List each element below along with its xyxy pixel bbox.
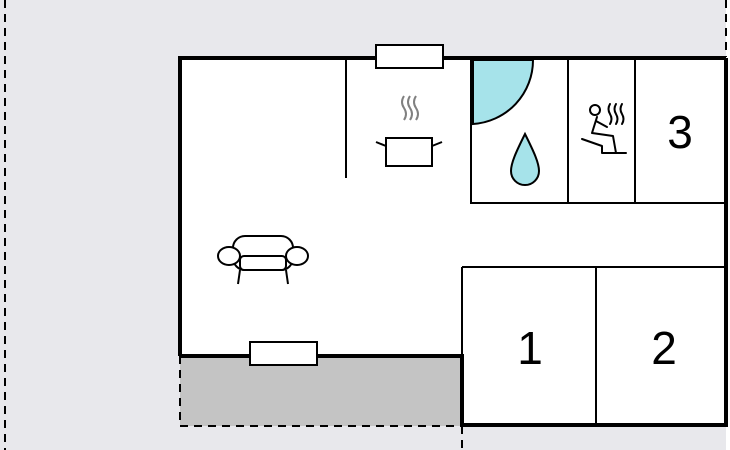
sofa-icon [217,235,309,285]
terrace [179,356,463,450]
water-drop-icon [509,131,541,186]
window-bottom [249,341,318,366]
sauna-icon [581,103,627,154]
room-number-1: 1 [517,322,543,374]
window-top [375,44,444,69]
exterior-walls [178,56,728,427]
room-number-2: 2 [651,322,677,374]
cooking-pot-icon [375,95,443,167]
room-number-3: 3 [667,106,693,158]
shower-door-icon [472,59,535,126]
interior-walls [345,58,726,425]
